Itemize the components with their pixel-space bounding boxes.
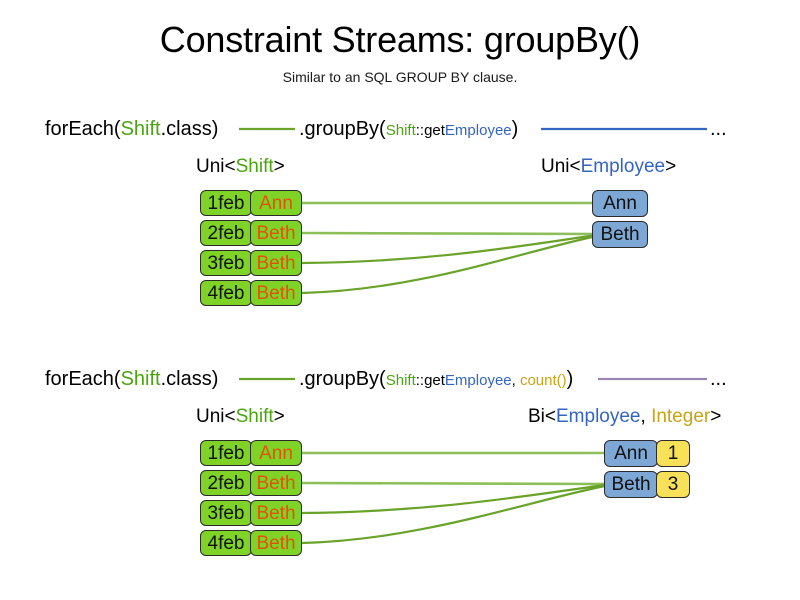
group-count-cell: 3 bbox=[656, 471, 690, 498]
foreach-suffix-1: .class) bbox=[160, 118, 219, 140]
type-right-suffix-2: > bbox=[710, 406, 722, 427]
shift-date-cell: 1feb bbox=[200, 190, 252, 216]
code-groupby-2: .groupBy(Shift::getEmployee, count()) bbox=[299, 367, 573, 393]
type-right-prefix-1: Uni< bbox=[541, 156, 581, 177]
shift-date-cell: 2feb bbox=[200, 470, 252, 496]
shift-date-cell: 3feb bbox=[200, 250, 252, 276]
shift-row[interactable]: 2feb Beth bbox=[200, 470, 302, 496]
group-employee-cell: Beth bbox=[604, 471, 658, 498]
employee-name-cell: Ann bbox=[592, 190, 648, 217]
foreach-prefix-2: forEach( bbox=[45, 368, 121, 390]
foreach-type-2: Shift bbox=[120, 368, 161, 390]
shift-row[interactable]: 4feb Beth bbox=[200, 530, 302, 556]
groupby-arg-prop-2: Employee bbox=[444, 372, 512, 389]
groupby-label-2: .groupBy( bbox=[299, 368, 386, 390]
edge-3feb-to-beth-2 bbox=[301, 483, 606, 515]
group-employee-cell: Ann bbox=[604, 440, 658, 467]
groupby-label-1: .groupBy( bbox=[299, 118, 386, 140]
shift-row[interactable]: 3feb Beth bbox=[200, 500, 302, 526]
type-label-left-1: Uni<Shift> bbox=[196, 155, 285, 178]
shift-date-cell: 2feb bbox=[200, 220, 252, 246]
edge-2feb-to-beth-2 bbox=[301, 481, 606, 486]
employee-name-cell: Beth bbox=[592, 221, 648, 248]
groupby-close-1: ) bbox=[511, 118, 519, 140]
groupby-close-2: ) bbox=[566, 368, 574, 390]
type-left-prefix-2: Uni< bbox=[196, 406, 236, 427]
group-row[interactable]: Ann 1 bbox=[604, 440, 690, 467]
type-right-suffix-1: > bbox=[665, 156, 677, 177]
shift-row[interactable]: 3feb Beth bbox=[200, 250, 302, 276]
groupby-arg-sep-1: ::get bbox=[415, 122, 445, 139]
type-right-generic-1: Employee bbox=[580, 156, 666, 177]
shift-date-cell: 4feb bbox=[200, 530, 252, 556]
type-right-comma-2: , bbox=[640, 406, 652, 427]
code-line-1: forEach(Shift.class) bbox=[45, 117, 218, 141]
groupby-arg-collector-2: count() bbox=[519, 372, 567, 389]
shift-employee-cell: Beth bbox=[250, 470, 302, 496]
edge-4feb-to-beth bbox=[301, 234, 598, 295]
code-ellipsis-2: ... bbox=[710, 368, 727, 390]
shift-row[interactable]: 2feb Beth bbox=[200, 220, 302, 246]
code-ellipsis-1: ... bbox=[710, 118, 727, 140]
shift-employee-cell: Beth bbox=[250, 500, 302, 526]
group-count-cell: 1 bbox=[656, 440, 690, 467]
type-left-generic-1: Shift bbox=[235, 156, 274, 177]
type-right-generic-a-2: Employee bbox=[556, 406, 641, 427]
shift-date-cell: 3feb bbox=[200, 500, 252, 526]
shift-employee-cell: Ann bbox=[250, 190, 302, 216]
shift-row[interactable]: 1feb Ann bbox=[200, 190, 302, 216]
edge-4feb-to-beth-2 bbox=[301, 484, 606, 545]
employee-row[interactable]: Beth bbox=[592, 221, 648, 248]
type-left-prefix-1: Uni< bbox=[196, 156, 236, 177]
edge-2feb-to-beth bbox=[301, 231, 598, 236]
shift-row[interactable]: 4feb Beth bbox=[200, 280, 302, 306]
type-right-prefix-2: Bi< bbox=[528, 406, 556, 427]
code-groupby-1: .groupBy(Shift::getEmployee) bbox=[299, 117, 518, 143]
groupby-arg-class-2: Shift bbox=[385, 372, 416, 389]
groupby-arg-prop-1: Employee bbox=[444, 122, 512, 139]
edge-3feb-to-beth bbox=[301, 233, 598, 265]
shift-date-cell: 1feb bbox=[200, 440, 252, 466]
type-label-left-2: Uni<Shift> bbox=[196, 405, 285, 428]
foreach-type-1: Shift bbox=[120, 118, 161, 140]
type-right-generic-b-2: Integer bbox=[651, 406, 711, 427]
code-line-2: forEach(Shift.class) bbox=[45, 367, 218, 391]
shift-row[interactable]: 1feb Ann bbox=[200, 440, 302, 466]
shift-employee-cell: Beth bbox=[250, 530, 302, 556]
page-subtitle: Similar to an SQL GROUP BY clause. bbox=[282, 69, 518, 85]
foreach-prefix-1: forEach( bbox=[45, 118, 121, 140]
type-left-generic-2: Shift bbox=[235, 406, 274, 427]
type-label-right-2: Bi<Employee, Integer> bbox=[528, 405, 721, 428]
type-left-suffix-2: > bbox=[273, 406, 285, 427]
groupby-arg-comma-2: , bbox=[511, 372, 520, 389]
groupby-arg-class-1: Shift bbox=[385, 122, 416, 139]
page-title: Constraint Streams: groupBy() bbox=[159, 19, 641, 60]
shift-employee-cell: Beth bbox=[250, 280, 302, 306]
employee-row[interactable]: Ann bbox=[592, 190, 648, 217]
shift-employee-cell: Ann bbox=[250, 440, 302, 466]
foreach-suffix-2: .class) bbox=[160, 368, 219, 390]
shift-employee-cell: Beth bbox=[250, 250, 302, 276]
shift-date-cell: 4feb bbox=[200, 280, 252, 306]
type-left-suffix-1: > bbox=[273, 156, 285, 177]
group-row[interactable]: Beth 3 bbox=[604, 471, 690, 498]
shift-employee-cell: Beth bbox=[250, 220, 302, 246]
type-label-right-1: Uni<Employee> bbox=[541, 155, 676, 178]
groupby-arg-sep-2: ::get bbox=[415, 372, 445, 389]
